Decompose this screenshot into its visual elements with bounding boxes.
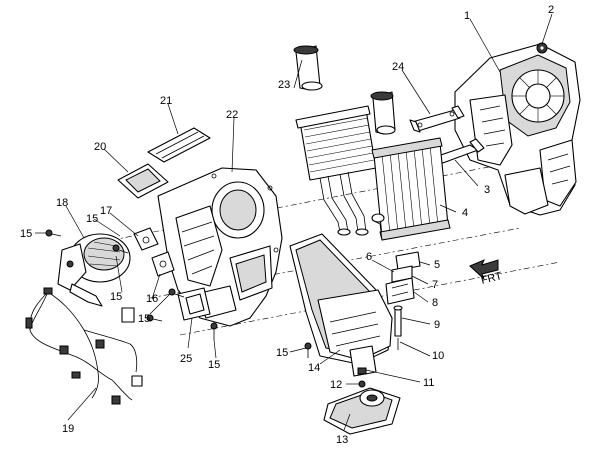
part-16-actuator <box>151 251 175 277</box>
part-13-module <box>323 387 401 435</box>
callouts: 1 2 3 4 5 6 7 8 9 10 11 12 13 14 15 15 1… <box>20 4 554 446</box>
callout-13: 13 <box>336 434 348 446</box>
callout-1: 1 <box>464 10 470 22</box>
callout-7: 7 <box>432 279 438 291</box>
callout-19: 19 <box>62 423 74 435</box>
callout-3: 3 <box>484 184 490 196</box>
callout-2: 2 <box>548 4 554 16</box>
part-20-seal <box>117 163 169 199</box>
part-21-filter <box>147 127 211 163</box>
leader-lines <box>35 13 553 431</box>
callout-15-f: 15 <box>276 347 288 359</box>
callout-15-c: 15 <box>110 291 122 303</box>
part-2-screw <box>536 42 548 54</box>
part-22-lower-case-half <box>157 167 283 327</box>
part-24-bracket <box>409 105 465 133</box>
callout-25: 25 <box>180 353 192 365</box>
part-25-module <box>177 287 211 321</box>
heater-core <box>295 105 377 236</box>
callout-22: 22 <box>226 109 238 121</box>
callout-4: 4 <box>462 207 468 219</box>
front-indicator: FRT <box>469 259 504 287</box>
callout-15-a: 15 <box>20 228 32 240</box>
callout-11: 11 <box>423 377 434 389</box>
screws-15 <box>45 229 312 358</box>
part-1-upper-case <box>454 43 581 216</box>
callout-14: 14 <box>308 362 320 374</box>
callout-12: 12 <box>330 379 342 391</box>
callout-15-e: 15 <box>208 359 220 371</box>
callout-10: 10 <box>432 350 444 362</box>
callout-16: 16 <box>146 293 158 305</box>
callout-17: 17 <box>100 205 112 217</box>
part-4-evaporator <box>371 137 451 241</box>
part-14-lower-case <box>289 233 393 377</box>
callout-8: 8 <box>432 297 438 309</box>
callout-20: 20 <box>94 141 106 153</box>
callout-21: 21 <box>160 95 172 107</box>
front-arrow-icon <box>469 259 499 280</box>
part-19-harness <box>25 287 143 405</box>
callout-15-d: 15 <box>138 313 150 325</box>
callout-15-b: 15 <box>86 213 98 225</box>
part-17-actuator <box>133 227 159 251</box>
callout-18: 18 <box>56 197 68 209</box>
callout-23: 23 <box>278 79 290 91</box>
parts-5-9-expansion-valve <box>385 251 421 337</box>
callout-9: 9 <box>434 319 440 331</box>
callout-5: 5 <box>434 259 440 271</box>
part-23-seals <box>293 45 396 135</box>
callout-24: 24 <box>392 61 404 73</box>
front-label: FRT <box>480 270 504 287</box>
callout-6: 6 <box>366 251 372 263</box>
